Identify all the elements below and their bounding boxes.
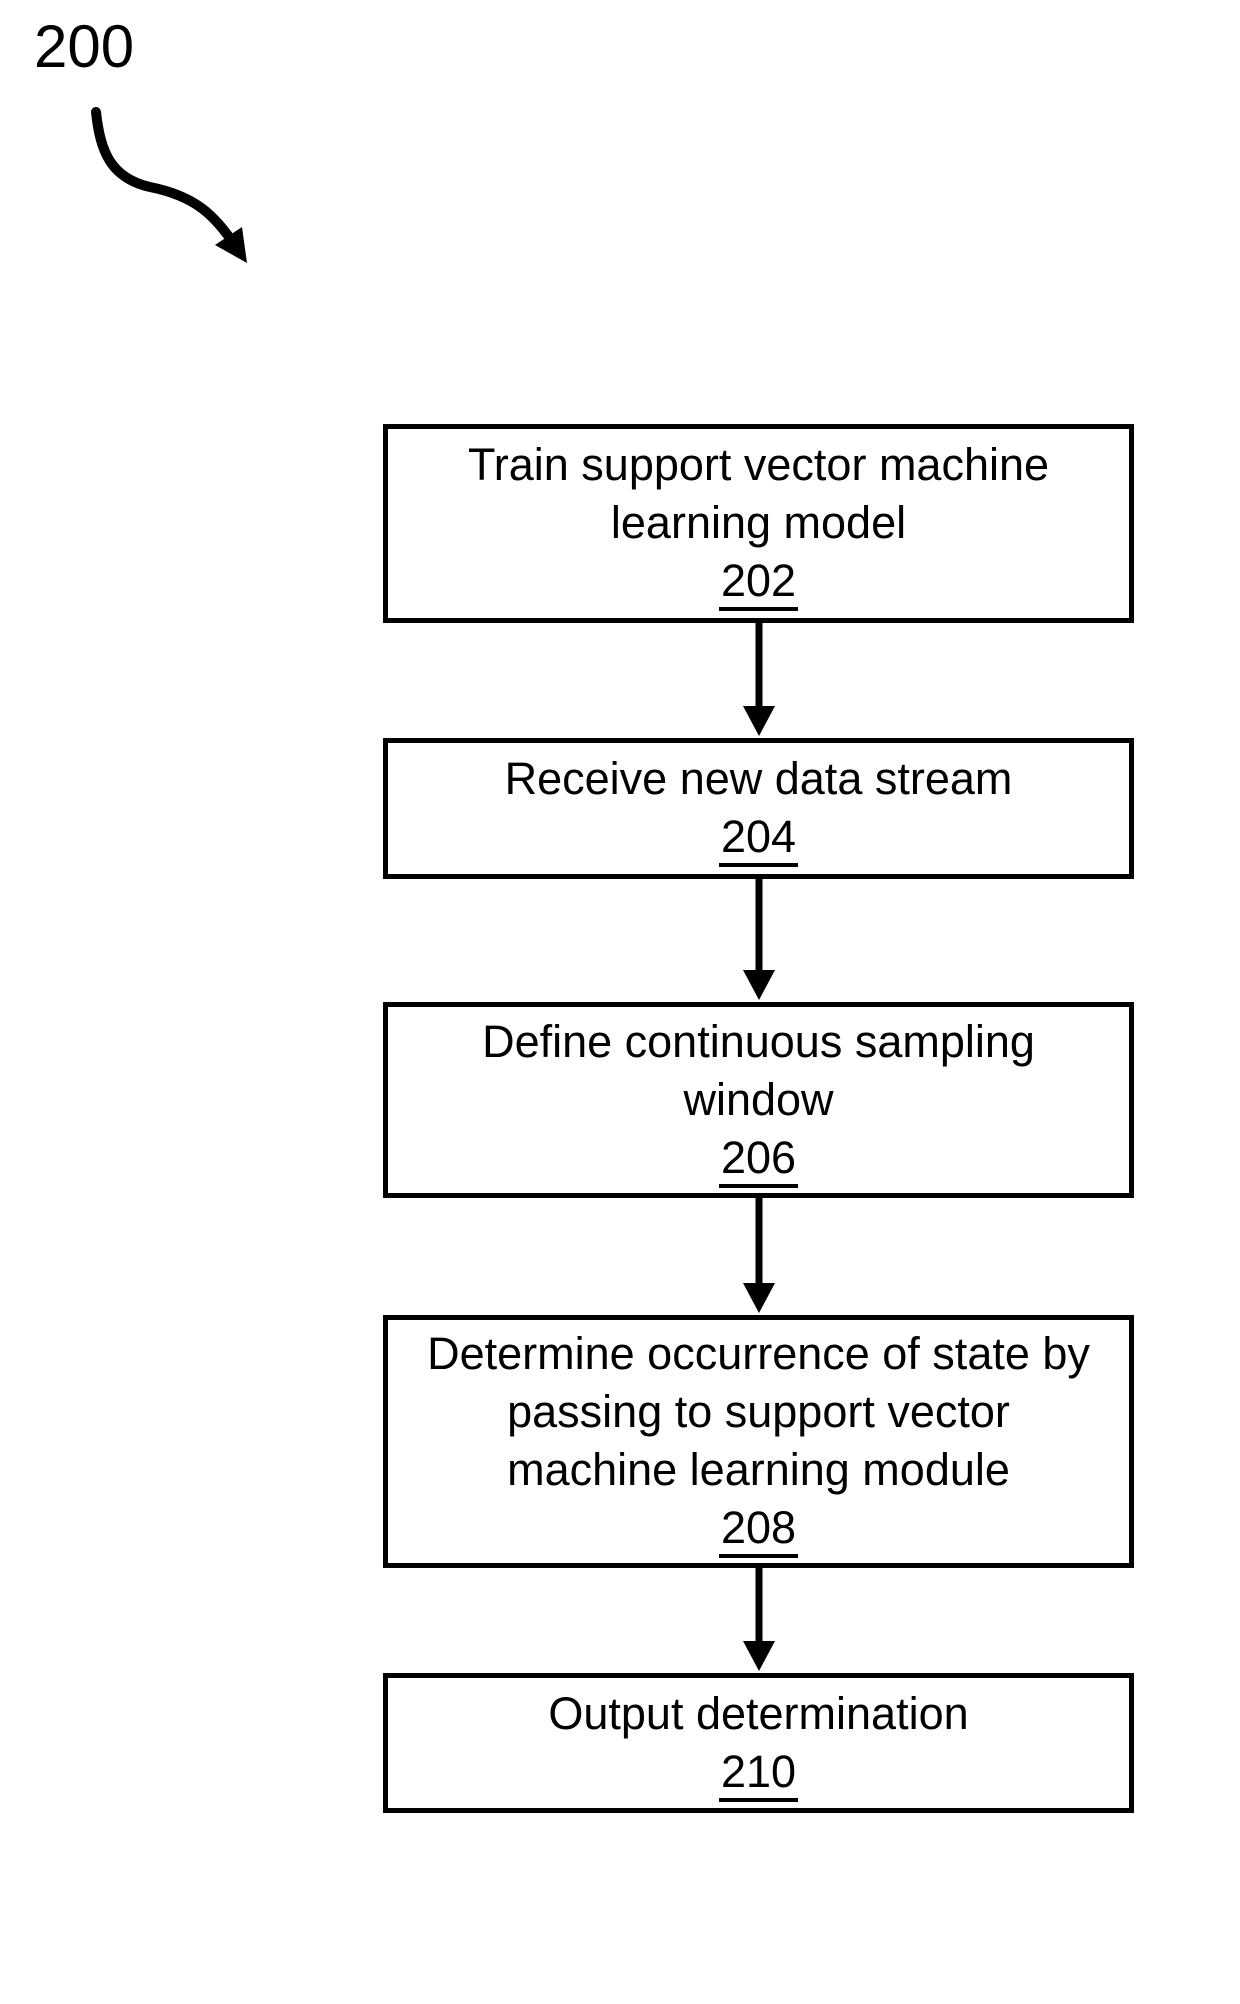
flow-connector-arrow <box>743 621 775 736</box>
flow-step-box-202: Train support vector machine learning mo… <box>383 424 1134 623</box>
figure-reference-label: 200 <box>34 13 135 80</box>
step-ref-line: 204 <box>718 808 799 867</box>
step-ref-number: 206 <box>718 1133 799 1188</box>
flow-connector-arrow <box>743 1196 775 1313</box>
step-label-line: window <box>683 1073 834 1125</box>
step-label-line: Receive new data stream <box>504 753 1013 804</box>
step-ref-line: 202 <box>718 552 799 611</box>
step-ref-number: 210 <box>718 1747 799 1802</box>
flow-step-box-206: Define continuous sampling window 206 <box>383 1002 1134 1198</box>
step-label-line: passing to support vector <box>507 1386 1010 1437</box>
flow-connector-arrow <box>743 1566 775 1671</box>
step-ref-number: 202 <box>718 557 799 611</box>
figure-reference-leader-arrow <box>91 107 247 263</box>
step-ref-number: 208 <box>718 1504 799 1558</box>
flow-connector-arrow <box>743 877 775 1000</box>
step-label-line: Define continuous sampling <box>482 1015 1035 1067</box>
step-label-line: Output determination <box>548 1687 969 1739</box>
step-ref-number: 204 <box>718 813 799 867</box>
step-ref-line: 208 <box>718 1499 799 1558</box>
flow-step-box-208: Determine occurrence of state by passing… <box>383 1315 1134 1568</box>
flow-step-box-204: Receive new data stream 204 <box>383 738 1134 879</box>
step-ref-line: 206 <box>718 1129 799 1188</box>
step-label-line: machine learning module <box>507 1444 1010 1495</box>
step-label-line: learning model <box>610 497 907 548</box>
step-label-line: Determine occurrence of state by <box>427 1328 1090 1379</box>
step-label-line: Train support vector machine <box>467 439 1050 490</box>
step-ref-line: 210 <box>718 1743 799 1802</box>
flow-step-box-210: Output determination 210 <box>383 1673 1134 1813</box>
